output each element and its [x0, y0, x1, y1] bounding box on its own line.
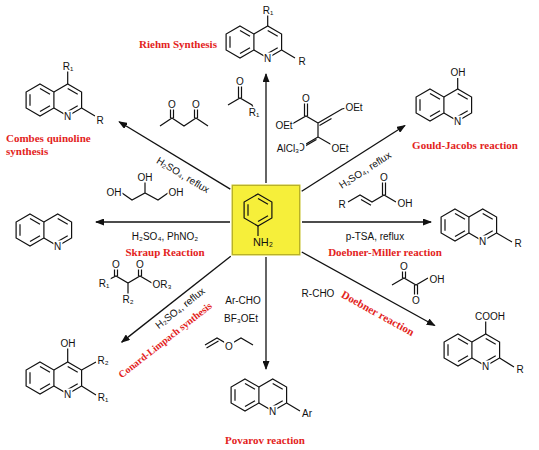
- atom-label: R₁: [98, 278, 111, 289]
- atom-label: R: [297, 56, 306, 67]
- atom-label: Ar: [301, 408, 313, 419]
- reaction-condition: p-TSA, reflux: [345, 231, 405, 242]
- reaction-arrow: [265, 74, 266, 183]
- product-structure: Skraup ReactionN: [12, 210, 90, 252]
- atom-label: R₁: [262, 5, 275, 16]
- product-structure: Combes quinoline synthesisR₁NR: [22, 58, 114, 124]
- atom-label: N: [453, 116, 462, 127]
- atom-label: O: [411, 295, 421, 306]
- reaction-arrow: [96, 221, 230, 222]
- reaction-name: Gould-Jacobs reaction: [411, 139, 519, 151]
- quinoline-ring: [16, 214, 72, 246]
- atom-label: OH: [60, 338, 77, 349]
- product-structure: Gould-Jacobs reactionOHN: [410, 62, 490, 128]
- product-structure: Doebner reactionCOOHNR: [440, 305, 535, 377]
- atom-label: R: [515, 364, 524, 375]
- atom-label: O: [301, 93, 311, 104]
- reaction-name: Combes quinoline synthesis: [5, 132, 112, 158]
- quinoline-ring: [441, 209, 497, 241]
- atom-label: O: [235, 76, 245, 87]
- reaction-condition: R-CHO: [301, 288, 336, 299]
- atom-label: Ar-CHO: [224, 295, 262, 306]
- product-structure: Conard-Limpach synthesisOHR₂NR₁: [22, 335, 117, 405]
- atom-label: O: [379, 172, 389, 183]
- quinoline-ring: [226, 26, 282, 58]
- reactant-ground: [232, 185, 300, 255]
- reaction-name: Doebner reaction: [339, 288, 418, 339]
- atom-label: OH: [106, 187, 123, 198]
- quinoline-ring: [26, 362, 82, 394]
- product-structure: Doebner-Miller reactionNR: [437, 205, 527, 250]
- atom-label: R: [95, 115, 104, 126]
- atom-label: N: [481, 361, 490, 372]
- reaction-name: Povarov reaction: [224, 434, 306, 446]
- reaction-name: Doebner-Miller reaction: [327, 246, 443, 258]
- quinoline-ring: [26, 84, 82, 116]
- reaction-name: Skraup Reaction: [124, 246, 205, 258]
- atom-label: OH: [137, 172, 154, 183]
- atom-label: O: [111, 259, 121, 270]
- atom-label: OH: [168, 187, 185, 198]
- reaction-condition: H₂SO₄, reflux: [336, 149, 394, 191]
- atom-label: O: [191, 99, 201, 110]
- reaction-arrow: [302, 221, 431, 222]
- atom-label: OH: [429, 274, 446, 285]
- reaction-condition: BF₃OEt: [223, 313, 259, 324]
- atom-label: O: [135, 259, 145, 270]
- atom-label: OEt: [330, 143, 349, 154]
- reaction-arrow: [265, 257, 266, 369]
- atom-label: COOH: [474, 311, 506, 322]
- atom-label: R: [337, 199, 346, 210]
- atom-label: OH: [397, 198, 414, 209]
- reaction-condition: H₂SO₄, PhNO₂: [131, 231, 199, 242]
- atom-label: N: [268, 406, 277, 417]
- atom-label: N: [263, 53, 272, 64]
- reaction-name: Riehm Synthesis: [138, 38, 218, 50]
- atom-label: R₁: [248, 107, 261, 118]
- atom-label: O: [399, 261, 409, 272]
- reaction-arrow: [119, 122, 230, 189]
- atom-label: OEt: [274, 120, 293, 131]
- product-structure: Riehm SynthesisR₁NR: [222, 2, 314, 68]
- quinoline-ring: [444, 334, 500, 366]
- atom-label: OH: [450, 67, 467, 78]
- benzene-ring: [244, 194, 272, 226]
- atom-label: O: [167, 99, 177, 110]
- reaction-arrow: [302, 125, 405, 191]
- quinoline-ring: [231, 379, 287, 411]
- atom-label: R₂: [121, 294, 134, 305]
- atom-label: R₁: [62, 61, 75, 72]
- atom-label: N: [53, 241, 62, 252]
- reactant-box: NH₂: [232, 185, 300, 255]
- amine-label: NH₂: [252, 236, 274, 248]
- atom-label: N: [478, 236, 487, 247]
- atom-label: N: [63, 111, 72, 122]
- atom-label: N: [63, 389, 72, 400]
- atom-label: O: [224, 341, 234, 352]
- product-structure: Povarov reactionNAr: [227, 375, 322, 420]
- bond-lines: [68, 15, 514, 411]
- atom-label: R₁: [97, 392, 110, 403]
- reaction-condition: AlCl₃: [276, 143, 300, 154]
- atom-label: OEt: [344, 102, 363, 113]
- atom-label: OR₃: [151, 279, 172, 290]
- quinoline-ring: [416, 89, 472, 121]
- atom-label: R₂: [96, 355, 109, 366]
- atom-label: R: [513, 238, 522, 249]
